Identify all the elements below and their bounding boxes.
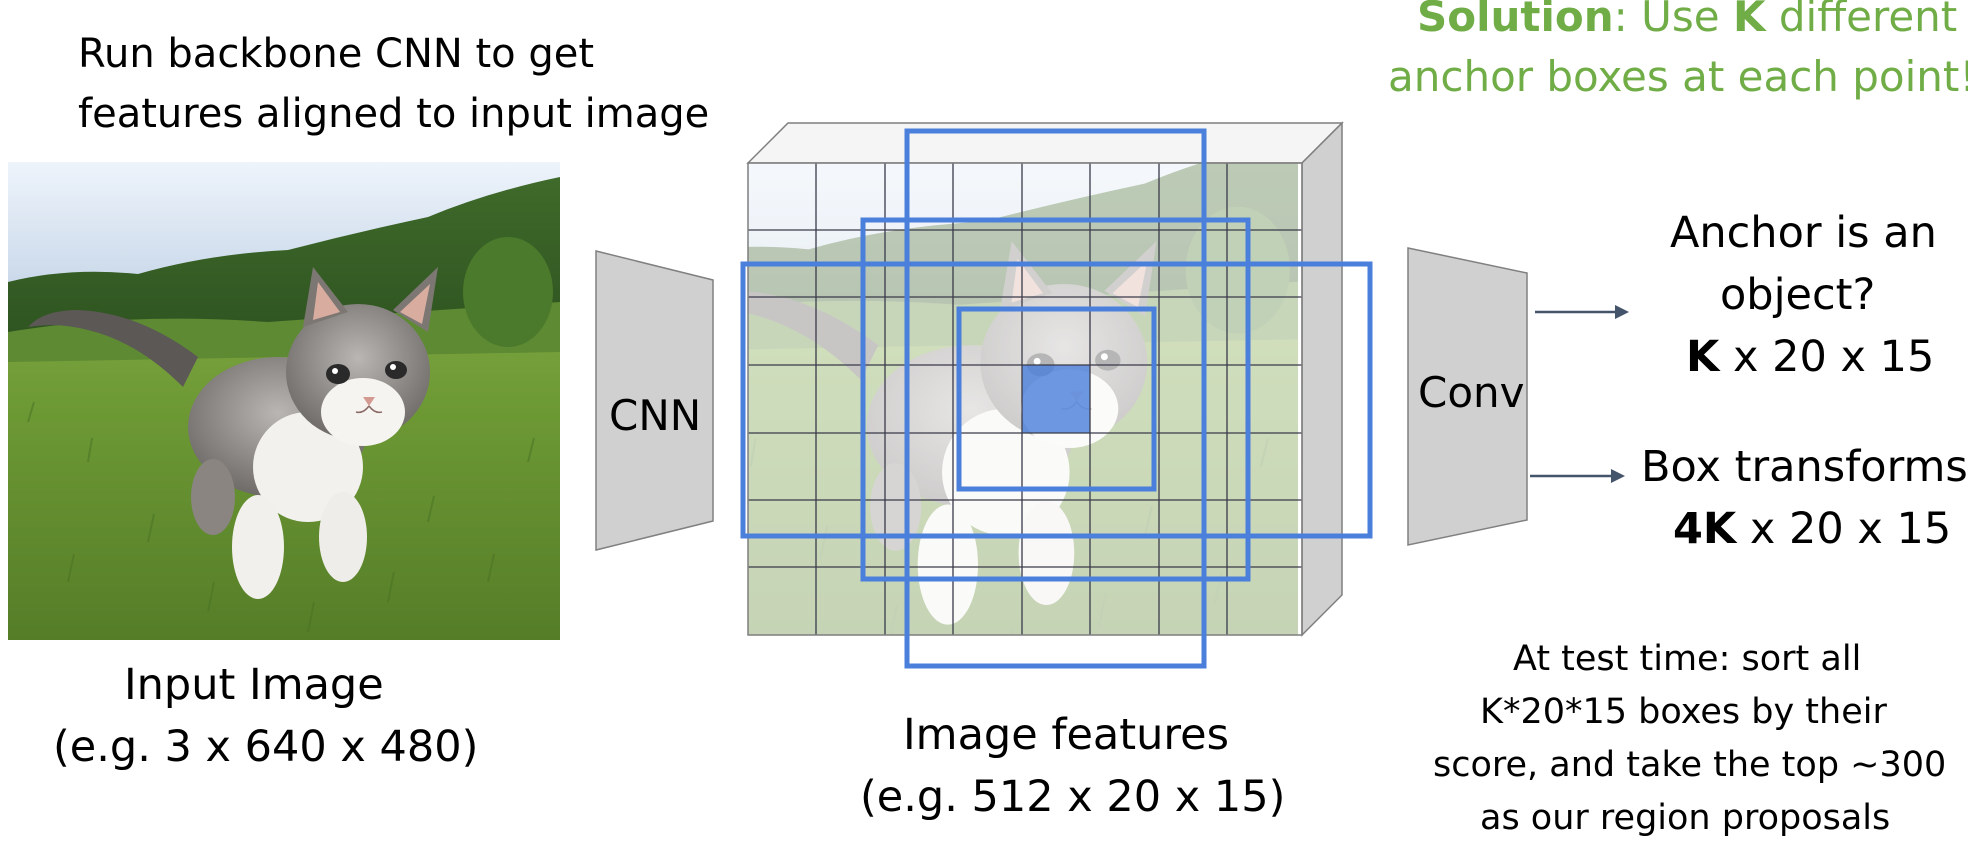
objectness-line-2: object?	[1720, 270, 1876, 320]
solution-text-b: different	[1765, 0, 1958, 41]
test-note-line-1: At test time: sort all	[1513, 639, 1862, 679]
feature-volume-front-face	[747, 162, 1303, 636]
objectness-dims: K x 20 x 15	[1686, 332, 1934, 384]
solution-bold-label: Solution	[1417, 0, 1614, 41]
anchor-box-small	[956, 306, 1157, 492]
box-transforms-dims: 4K x 20 x 15	[1673, 504, 1951, 556]
conv-block-label: Conv	[1418, 368, 1525, 417]
cnn-block	[595, 250, 714, 551]
features-dims: (e.g. 512 x 20 x 15)	[860, 772, 1286, 822]
objectness-bold-k: K	[1686, 332, 1720, 382]
arrow-to-objectness	[1535, 305, 1629, 319]
solution-text-a: : Use	[1613, 0, 1733, 41]
feature-volume-side-face	[1301, 121, 1343, 637]
test-note-line-3: score, and take the top ~300	[1433, 745, 1947, 785]
input-image	[8, 162, 560, 640]
heading-line-1: Run backbone CNN to get	[78, 31, 595, 77]
box-transforms-line-1: Box transforms	[1641, 442, 1968, 492]
solution-k: K	[1732, 0, 1766, 41]
solution-line-2: anchor boxes at each point!	[1388, 52, 1968, 101]
test-note-line-4: as our region proposals	[1480, 798, 1891, 838]
input-image-dims: (e.g. 3 x 640 x 480)	[53, 722, 479, 772]
conv-block	[1407, 247, 1528, 546]
anchor-box-wide	[740, 261, 1373, 539]
features-label: Image features	[903, 710, 1229, 760]
anchor-box-tall	[904, 128, 1207, 669]
anchor-boxes	[740, 128, 1373, 669]
box-transforms-rest: x 20 x 15	[1736, 504, 1952, 554]
test-note-line-2: K*20*15 boxes by their	[1480, 692, 1887, 732]
input-image-label: Input Image	[124, 660, 384, 710]
feature-grid	[748, 163, 1302, 635]
objectness-line-1: Anchor is an	[1670, 208, 1937, 258]
cnn-block-label: CNN	[609, 391, 702, 440]
arrow-to-box-transforms	[1530, 469, 1625, 483]
box-transforms-bold-4k: 4K	[1673, 504, 1737, 554]
anchor-box-medium	[860, 217, 1251, 582]
solution-line-1: Solution: Use K different	[1417, 0, 1957, 42]
highlighted-cell	[1022, 365, 1090, 433]
heading-line-2: features aligned to input image	[78, 91, 710, 137]
objectness-rest: x 20 x 15	[1719, 332, 1935, 382]
